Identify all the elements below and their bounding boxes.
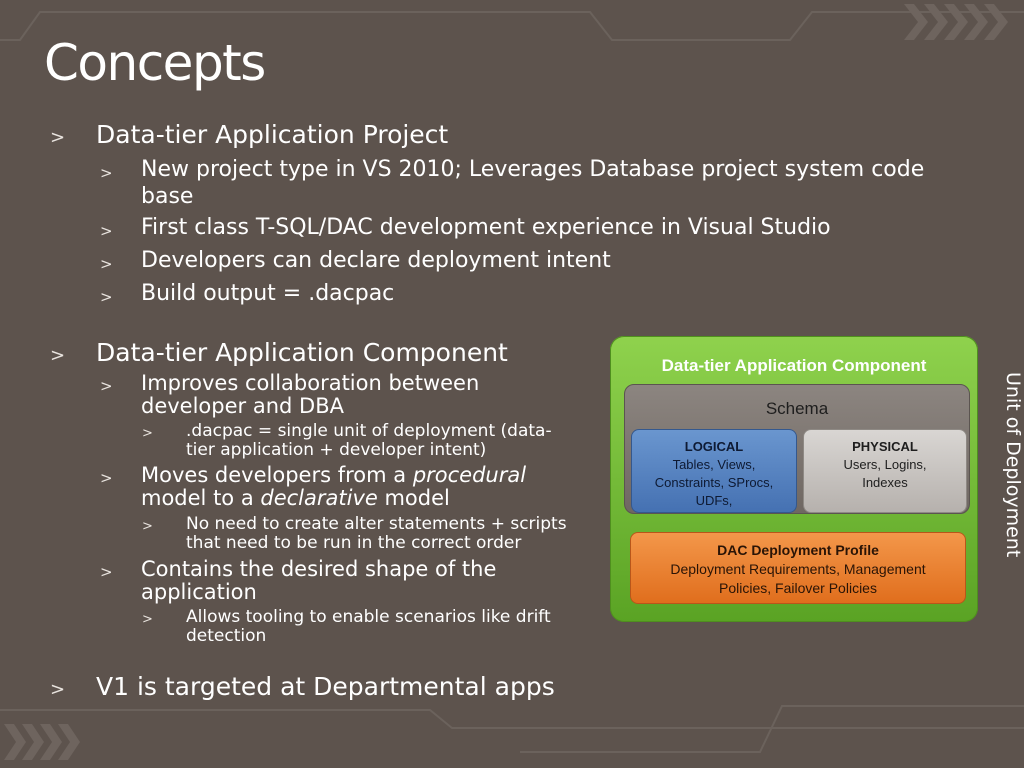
- section-heading-v1: V1 is targeted at Departmental apps: [96, 672, 555, 701]
- logical-line: Constraints, SProcs,: [654, 475, 774, 490]
- schema-container: Schema LOGICAL Tables, Views, Constraint…: [624, 384, 970, 514]
- dac-component-diagram: Data-tier Application Component Schema L…: [610, 336, 978, 622]
- bullet-glyph: >: [100, 255, 113, 273]
- bullet-glyph: >: [50, 345, 66, 366]
- bullet-item-continuation: model to a declarative model: [141, 487, 450, 510]
- unit-of-deployment-label: Unit of Deployment: [1002, 372, 1024, 558]
- deployment-profile-heading: DAC Deployment Profile: [717, 542, 879, 558]
- deployment-profile-box: DAC Deployment Profile Deployment Requir…: [630, 532, 966, 604]
- sub-bullet-item: No need to create alter statements + scr…: [186, 514, 567, 534]
- bullet-item: Contains the desired shape of the: [141, 557, 497, 581]
- bullet-glyph: >: [50, 679, 66, 700]
- bullet-glyph: >: [100, 288, 113, 306]
- sub-bullet-item: .dacpac = single unit of deployment (dat…: [186, 421, 552, 441]
- bullet-item: Improves collaboration between: [141, 371, 480, 395]
- bullet-glyph: >: [142, 519, 153, 534]
- sub-bullet-item-continuation: that need to be run in the correct order: [186, 533, 522, 553]
- dac-component-title: Data-tier Application Component: [661, 356, 927, 375]
- section-heading-project: Data-tier Application Project: [96, 120, 449, 149]
- bullet-glyph: >: [100, 222, 113, 240]
- bullet-item-continuation: base: [141, 184, 194, 209]
- bullet-item: Moves developers from a procedural: [141, 464, 526, 487]
- bullet-glyph: >: [50, 127, 66, 148]
- physical-line: Users, Logins,: [843, 457, 927, 472]
- text-run: Moves developers from a: [141, 463, 413, 487]
- bullet-item: First class T-SQL/DAC development experi…: [141, 215, 831, 240]
- bullet-item-continuation: application: [141, 580, 257, 604]
- bullet-glyph: >: [142, 612, 153, 627]
- deployment-profile-line: Policies, Failover Policies: [719, 580, 877, 596]
- physical-heading: PHYSICAL: [852, 439, 918, 454]
- sub-bullet-item-continuation: detection: [186, 626, 267, 646]
- sub-bullet-item: Allows tooling to enable scenarios like …: [186, 607, 551, 627]
- text-run: model to a: [141, 486, 261, 510]
- bullet-item: Build output = .dacpac: [141, 281, 395, 306]
- bullet-glyph: >: [100, 563, 113, 581]
- emphasis-declarative: declarative: [260, 486, 378, 510]
- bullet-glyph: >: [100, 164, 113, 182]
- physical-line: Indexes: [862, 475, 908, 490]
- bullet-glyph: >: [100, 377, 113, 395]
- deployment-profile-line: Deployment Requirements, Management: [670, 561, 926, 577]
- logical-box: LOGICAL Tables, Views, Constraints, SPro…: [631, 429, 797, 513]
- bullet-glyph: >: [100, 469, 113, 487]
- emphasis-procedural: procedural: [412, 463, 527, 487]
- logical-line: UDFs,: [695, 493, 733, 508]
- slide-title: Concepts: [44, 34, 266, 92]
- logical-heading: LOGICAL: [684, 439, 744, 454]
- bullet-item: Developers can declare deployment intent: [141, 248, 611, 273]
- section-heading-component: Data-tier Application Component: [96, 338, 508, 367]
- sub-bullet-item-continuation: tier application + developer intent): [186, 440, 487, 460]
- bullet-glyph: >: [142, 426, 153, 441]
- text-run: model: [377, 486, 450, 510]
- physical-box: PHYSICAL Users, Logins, Indexes: [803, 429, 967, 513]
- schema-label: Schema: [765, 399, 829, 418]
- logical-line: Tables, Views,: [672, 457, 756, 472]
- bullet-item: New project type in VS 2010; Leverages D…: [141, 157, 925, 182]
- bullet-item-continuation: developer and DBA: [141, 394, 344, 418]
